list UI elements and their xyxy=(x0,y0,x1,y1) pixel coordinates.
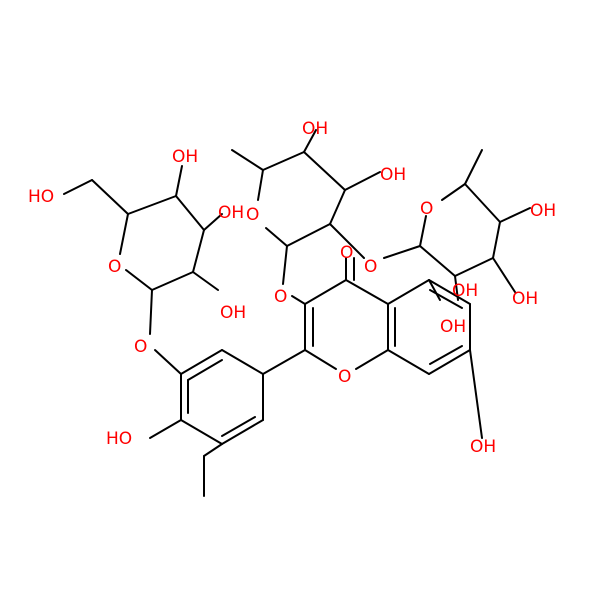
bond xyxy=(119,213,129,255)
atom-labels: OH HO OH O OH O OH OH O O O O OH OH OH O… xyxy=(28,119,556,457)
bond xyxy=(499,207,531,223)
bond xyxy=(464,149,483,185)
link-oxygen-label: O xyxy=(364,257,377,277)
bond xyxy=(304,279,347,305)
bond xyxy=(428,279,441,301)
bond xyxy=(231,149,264,171)
bond xyxy=(127,195,177,215)
bond xyxy=(345,279,389,305)
oh-label: OH xyxy=(512,289,538,309)
ring-oxygen-label: O xyxy=(246,205,259,225)
bond xyxy=(304,349,337,370)
bond xyxy=(180,419,223,445)
bond xyxy=(429,345,463,365)
bond xyxy=(428,349,471,375)
oh-label: OH xyxy=(530,201,556,221)
bond xyxy=(192,229,205,273)
bond xyxy=(303,129,317,153)
bond xyxy=(221,416,256,437)
bond xyxy=(180,349,223,375)
bond xyxy=(125,269,153,291)
oh-label: OH xyxy=(220,303,246,323)
bond xyxy=(383,245,421,259)
bond xyxy=(454,257,494,277)
bond xyxy=(203,443,223,457)
carbonyl-oxygen-label: O xyxy=(340,243,353,263)
bond xyxy=(329,223,365,259)
bond xyxy=(387,279,430,305)
link-oxygen-label: O xyxy=(134,337,147,357)
bond xyxy=(154,349,182,375)
bond xyxy=(419,215,427,247)
link-oxygen-label: O xyxy=(274,287,287,307)
oh-label: OH xyxy=(452,281,478,301)
bond xyxy=(175,195,205,231)
oh-label: HO xyxy=(106,429,132,449)
bond xyxy=(63,179,93,195)
bond xyxy=(329,189,346,225)
bond xyxy=(387,349,430,375)
bond xyxy=(257,169,264,201)
bond xyxy=(91,179,129,215)
bond xyxy=(355,349,389,370)
oh-label: OH xyxy=(218,203,244,223)
bond xyxy=(419,245,456,277)
oh-label: HO xyxy=(28,187,54,207)
bond xyxy=(262,349,306,375)
bond xyxy=(286,223,331,247)
oh-label: OH xyxy=(440,317,466,337)
bond-lines xyxy=(63,129,531,497)
bond xyxy=(149,419,182,439)
ring-oxygen-label: O xyxy=(420,199,433,219)
oh-label: OH xyxy=(470,437,496,457)
bond xyxy=(221,349,264,375)
bond xyxy=(464,183,501,223)
bond xyxy=(221,419,264,445)
bond xyxy=(175,165,183,197)
bond xyxy=(441,183,466,201)
oh-label: OH xyxy=(172,147,198,167)
bond xyxy=(454,275,459,301)
bond xyxy=(151,271,194,291)
oh-label: OH xyxy=(380,165,406,185)
bond xyxy=(492,257,516,293)
bond xyxy=(192,271,219,291)
bond xyxy=(344,171,381,191)
bond xyxy=(262,151,305,171)
bond xyxy=(265,227,288,247)
bond xyxy=(282,245,288,285)
oh-label: OH xyxy=(302,119,328,139)
bond xyxy=(492,221,501,259)
bond xyxy=(203,213,223,231)
chromone-oxygen-label: O xyxy=(338,367,351,387)
ring-oxygen-label: O xyxy=(108,257,121,277)
bond xyxy=(149,289,153,335)
bond xyxy=(291,295,306,305)
bond xyxy=(428,279,471,305)
bond xyxy=(187,359,223,381)
bond xyxy=(469,349,483,439)
bond xyxy=(303,151,346,191)
